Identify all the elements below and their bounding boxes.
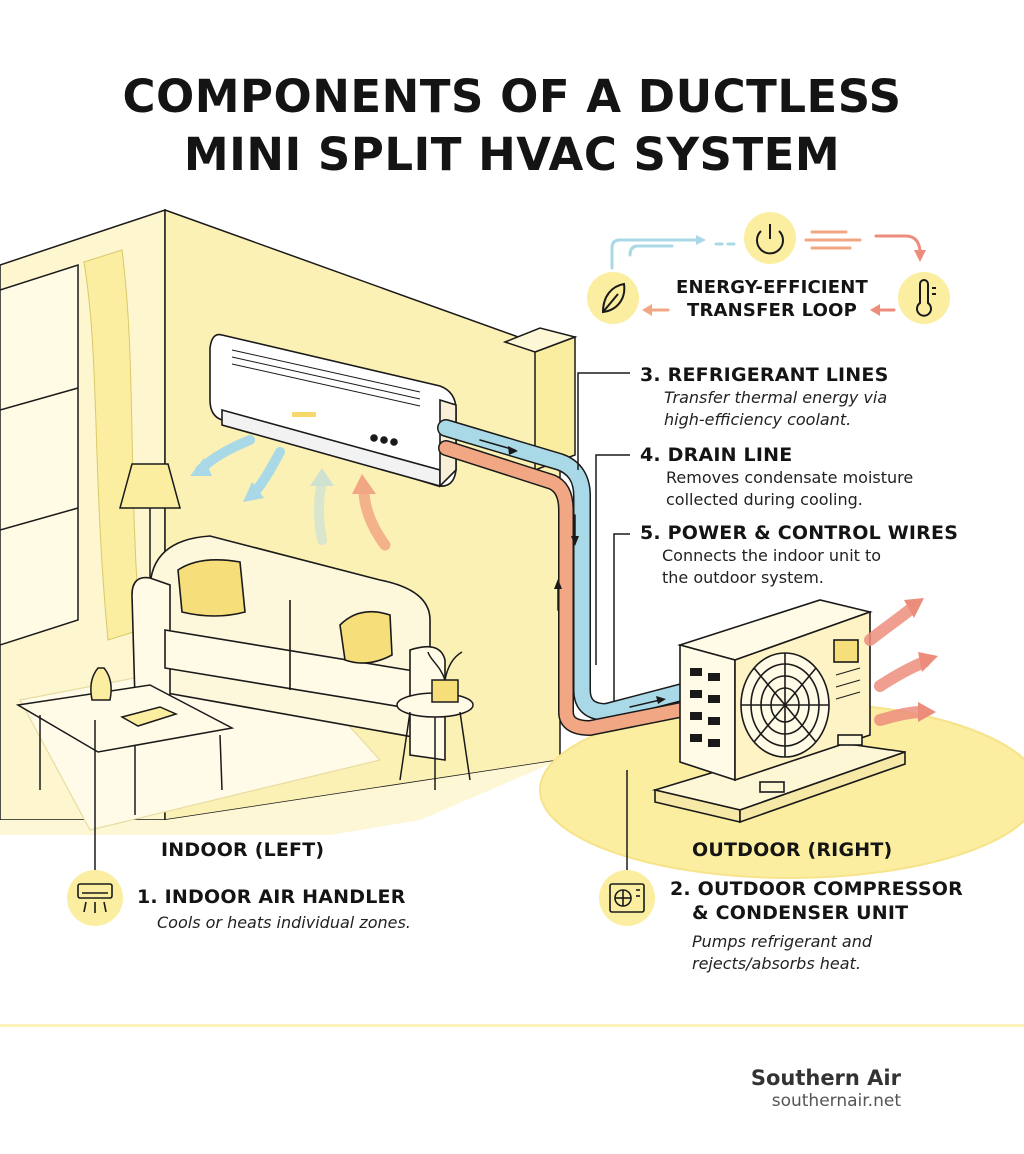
refrigerant-lines-desc-1: Transfer thermal energy via <box>664 388 888 407</box>
outdoor-unit-drawing <box>651 599 906 824</box>
warm-air-arrows <box>310 468 391 551</box>
cool-air-arrows <box>190 435 285 502</box>
drain-line-callout: 4. DRAIN LINE Removes condensate moistur… <box>640 443 913 511</box>
side-table <box>396 651 474 790</box>
condenser-icon <box>599 870 655 926</box>
footer-divider <box>0 1024 1024 1027</box>
brand-url[interactable]: southernair.net <box>771 1091 901 1111</box>
window <box>0 263 79 646</box>
outdoor-unit-heading-2: & CONDENSER UNIT <box>692 902 909 924</box>
outdoor-unit-callout: 2. OUTDOOR COMPRESSOR & CONDENSER UNIT P… <box>670 877 963 975</box>
power-wires-callout: 5. POWER & CONTROL WIRES Connects the in… <box>640 521 958 589</box>
page-title: COMPONENTS OF A DUCTLESS MINI SPLIT HVAC… <box>0 68 1024 184</box>
leaf-icon <box>587 272 639 324</box>
energy-loop <box>610 230 926 316</box>
power-wires-desc-1: Connects the indoor unit to <box>662 546 882 565</box>
refrigerant-lines-desc-2: high-efficiency coolant. <box>664 410 852 429</box>
outdoor-unit-desc-1: Pumps refrigerant and <box>692 932 873 951</box>
drain-line-heading: 4. DRAIN LINE <box>640 444 793 466</box>
power-icon <box>744 212 796 264</box>
refrigerant-lines <box>437 419 699 737</box>
thermometer-icon <box>898 272 950 324</box>
power-wires-heading: 5. POWER & CONTROL WIRES <box>640 522 959 544</box>
drain-line-desc-1: Removes condensate moisture <box>666 468 914 487</box>
refrigerant-lines-heading: 3. REFRIGERANT LINES <box>640 364 889 386</box>
energy-loop-title-line-1: ENERGY-EFFICIENT <box>675 277 869 298</box>
sofa <box>131 535 446 761</box>
indoor-air-handler-heading: 1. INDOOR AIR HANDLER <box>137 886 406 908</box>
outdoor-unit-heading-1: 2. OUTDOOR COMPRESSOR <box>670 878 963 900</box>
air-handler-icon <box>67 870 123 926</box>
indoor-air-handler-desc: Cools or heats individual zones. <box>157 913 411 932</box>
drain-line-desc-2: collected during cooling. <box>666 490 863 509</box>
energy-loop-title-line-2: TRANSFER LOOP <box>686 300 858 321</box>
power-wires-desc-2: the outdoor system. <box>662 568 824 587</box>
outdoor-section-label: OUTDOOR (RIGHT) <box>692 839 893 861</box>
floor <box>0 760 560 835</box>
heat-arrows <box>864 598 938 726</box>
indoor-section-label: INDOOR (LEFT) <box>161 839 325 861</box>
energy-loop-title: ENERGY-EFFICIENT TRANSFER LOOP <box>650 276 894 322</box>
refrigerant-lines-callout: 3. REFRIGERANT LINES Transfer thermal en… <box>640 363 888 431</box>
coffee-table <box>15 667 235 815</box>
title-line-1: COMPONENTS OF A DUCTLESS <box>122 70 902 123</box>
wall-top <box>502 327 578 353</box>
indoor-air-handler-callout: 1. INDOOR AIR HANDLER Cools or heats ind… <box>137 885 411 934</box>
callout-lines <box>94 372 630 872</box>
brand-name: Southern Air <box>750 1066 901 1090</box>
title-line-2: MINI SPLIT HVAC SYSTEM <box>183 128 841 181</box>
outdoor-unit-desc-2: rejects/absorbs heat. <box>692 954 861 973</box>
